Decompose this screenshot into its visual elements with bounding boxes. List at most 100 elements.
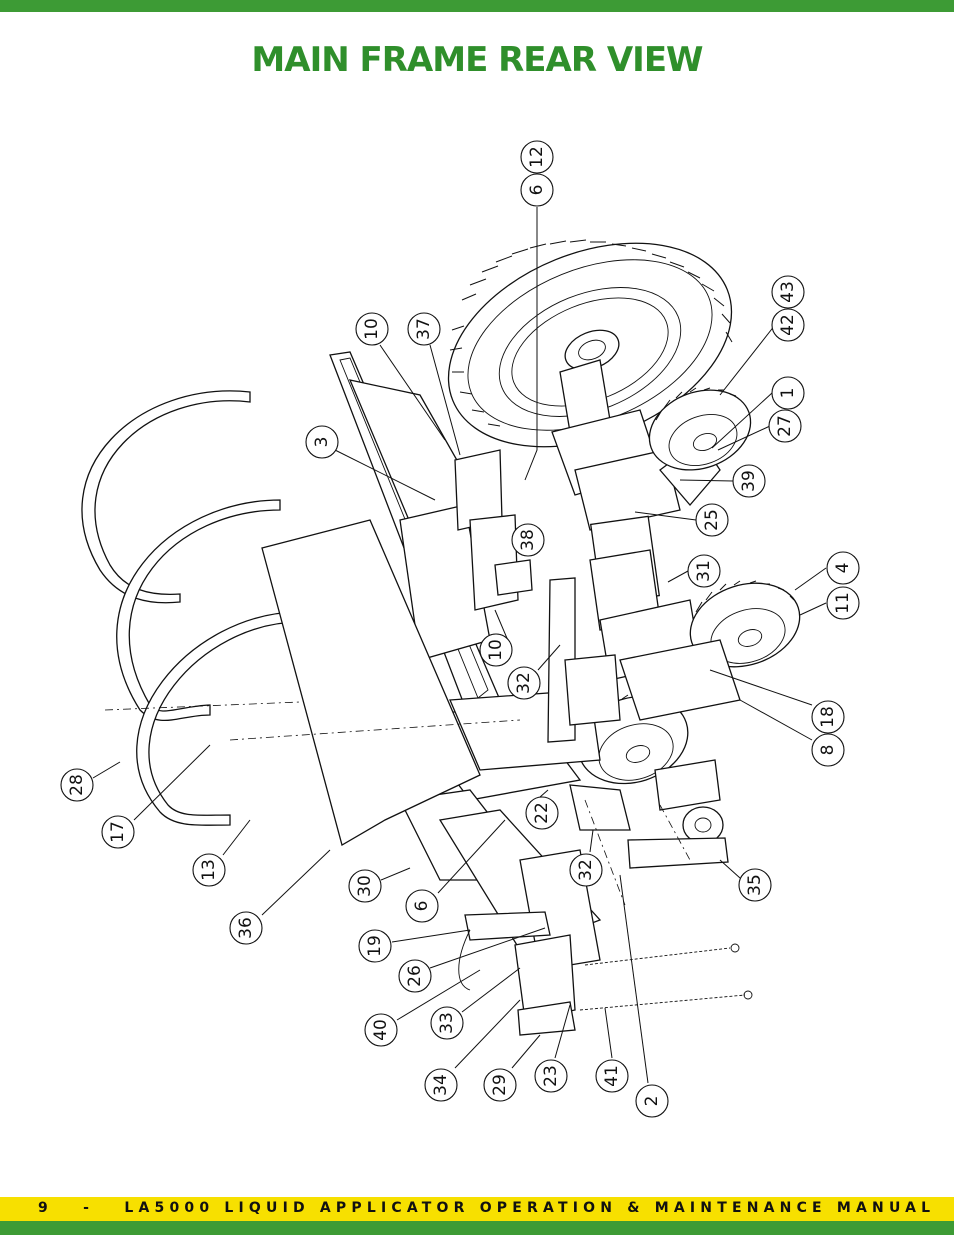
callout-c27: 27: [768, 409, 802, 443]
callout-label: 10: [486, 639, 506, 661]
callout-c6a: 6: [520, 173, 554, 207]
fender-straps: [81, 390, 301, 826]
callout-circle: [695, 503, 729, 537]
callout-label: 10: [362, 318, 382, 340]
callout-c10b: 10: [479, 633, 513, 667]
callout-c41: 41: [595, 1059, 629, 1093]
callout-circle: [768, 409, 802, 443]
fender-panel: [261, 519, 481, 846]
upper-small-tire: [648, 387, 752, 471]
callout-label: 22: [532, 802, 552, 824]
callout-circle: [687, 554, 721, 588]
callout-circle: [511, 523, 545, 557]
callout-c17: 17: [101, 815, 135, 849]
callout-label: 39: [739, 470, 759, 492]
callout-label: 17: [108, 821, 128, 843]
hitch-tongue: [458, 911, 576, 1036]
lower-axle-assembly: [569, 639, 741, 869]
callout-c1: 1: [771, 376, 805, 410]
callout-circle: [398, 959, 432, 993]
callout-c28: 28: [60, 768, 94, 802]
callout-c6b: 6: [405, 889, 439, 923]
callout-c13: 13: [192, 853, 226, 887]
large-tire: [447, 239, 733, 448]
callout-circle: [525, 796, 559, 830]
callout-label: 13: [199, 859, 219, 881]
callout-circle: [60, 768, 94, 802]
callout-c3: 3: [305, 425, 339, 459]
callout-c34: 34: [424, 1068, 458, 1102]
callout-c31: 31: [687, 554, 721, 588]
callout-label: 38: [518, 529, 538, 551]
callout-c22: 22: [525, 796, 559, 830]
callout-c8: 8: [811, 733, 845, 767]
callout-circle: [732, 464, 766, 498]
callout-label: 40: [371, 1019, 391, 1041]
callout-c30: 30: [348, 869, 382, 903]
callout-label: 42: [778, 314, 798, 336]
callout-circle: [407, 312, 441, 346]
callout-c42: 42: [771, 308, 805, 342]
callout-label: 32: [576, 859, 596, 881]
callout-c32a: 32: [507, 666, 541, 700]
callout-label: 34: [431, 1074, 451, 1096]
callout-label: 2: [642, 1096, 662, 1107]
callout-c25: 25: [695, 503, 729, 537]
callout-label: 32: [514, 672, 534, 694]
callout-label: 4: [833, 563, 853, 574]
callout-label: 27: [775, 415, 795, 437]
callout-c11: 11: [826, 586, 860, 620]
callout-circle: [771, 275, 805, 309]
callout-label: 1: [778, 388, 798, 399]
callout-c29: 29: [483, 1068, 517, 1102]
callout-circle: [192, 853, 226, 887]
callout-label: 25: [702, 509, 722, 531]
callout-c32b: 32: [569, 853, 603, 887]
callout-c2: 2: [635, 1084, 669, 1118]
callout-label: 41: [602, 1065, 622, 1087]
callout-c18: 18: [811, 700, 845, 734]
callout-c37: 37: [407, 312, 441, 346]
callout-label: 26: [405, 965, 425, 987]
callout-circle: [507, 666, 541, 700]
callout-c33: 33: [430, 1006, 464, 1040]
callout-label: 8: [818, 745, 838, 756]
callout-circle: [101, 815, 135, 849]
callout-circle: [483, 1068, 517, 1102]
callout-circle: [811, 700, 845, 734]
page-title: MAIN FRAME REAR VIEW: [251, 40, 703, 80]
callout-circle: [424, 1068, 458, 1102]
callout-label: 35: [745, 874, 765, 896]
callout-label: 19: [365, 935, 385, 957]
callout-c43: 43: [771, 275, 805, 309]
callout-circle: [811, 733, 845, 767]
callout-label: 12: [527, 146, 547, 168]
bracket-assembly: [454, 449, 533, 611]
footer-yellow-bar: [0, 1197, 954, 1221]
center-lines: [104, 701, 691, 906]
callout-circle: [348, 869, 382, 903]
callout-circle: [738, 868, 772, 902]
callout-label: 6: [412, 901, 432, 912]
callout-circle: [635, 1084, 669, 1118]
leader-lines: [92, 207, 827, 1084]
callout-c39: 39: [732, 464, 766, 498]
callout-circle: [826, 551, 860, 585]
callout-c4: 4: [826, 551, 860, 585]
callout-c38: 38: [511, 523, 545, 557]
callout-c35: 35: [738, 868, 772, 902]
callout-circle: [229, 911, 263, 945]
top-green-bar: [0, 0, 954, 12]
callout-label: 28: [67, 774, 87, 796]
callout-label: 11: [833, 592, 853, 614]
callout-label: 43: [778, 281, 798, 303]
callout-label: 29: [490, 1074, 510, 1096]
callout-c23: 23: [534, 1059, 568, 1093]
callout-circle: [520, 140, 554, 174]
callout-label: 23: [541, 1065, 561, 1087]
safety-chains: [579, 943, 753, 1011]
callout-circle: [305, 425, 339, 459]
footer-green-bar: [0, 1221, 954, 1235]
callout-label: 30: [355, 875, 375, 897]
